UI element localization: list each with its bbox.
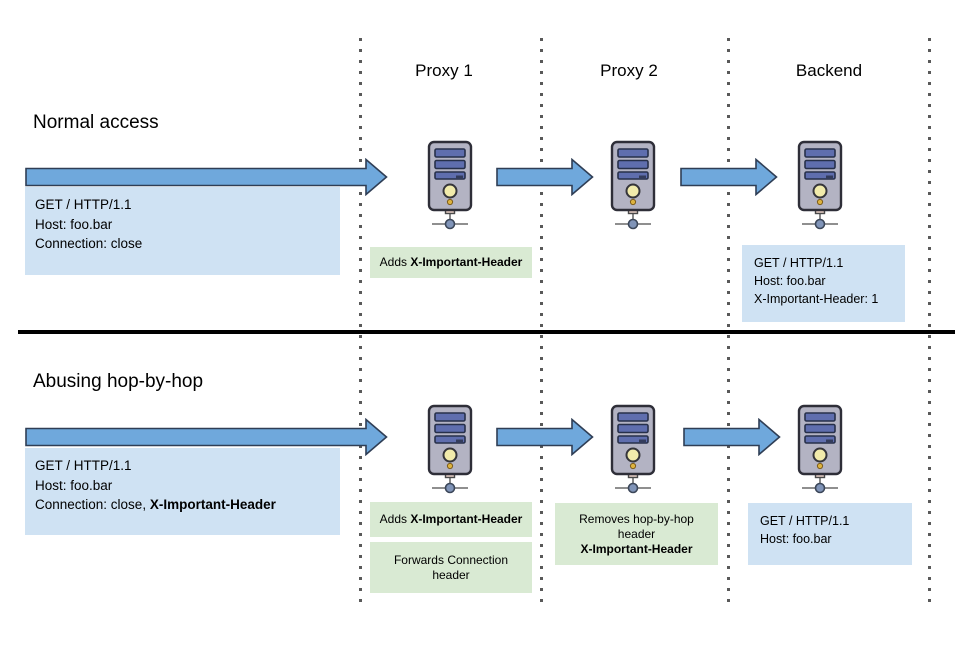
column-label-proxy2: Proxy 2: [600, 61, 658, 80]
client-request-note-normal: GET / HTTP/1.1 Host: foo.bar Connection:…: [25, 187, 340, 275]
lane-divider-proxy1-proxy2: [540, 38, 543, 610]
section-divider: [18, 330, 955, 334]
lane-divider-client-proxy1: [359, 38, 362, 610]
request-arrow-proxy2-backend: [680, 158, 778, 196]
request-line: GET / HTTP/1.1: [35, 197, 132, 212]
request-arrow-proxy1-proxy2: [496, 158, 594, 196]
proxy1-server-icon: [427, 140, 473, 230]
column-label-backend: Backend: [795, 61, 863, 80]
request-line: Connection: close: [35, 236, 143, 251]
backend-request-note-abuse: GET / HTTP/1.1 Host: foo.bar: [748, 503, 912, 565]
request-arrow-client-proxy1: [25, 158, 388, 196]
request-line: GET / HTTP/1.1: [760, 514, 850, 528]
request-arrow-proxy2-backend-abuse: [683, 418, 781, 456]
request-arrow-proxy1-proxy2-abuse: [496, 418, 594, 456]
request-line: Host: foo.bar: [760, 532, 832, 546]
note-text: Adds X-Important-Header: [379, 512, 523, 526]
section-title-abuse: Abusing hop-by-hop: [33, 371, 204, 392]
lane-divider-proxy2-backend: [727, 38, 730, 610]
proxy2-server-icon: [610, 140, 656, 230]
proxy1-server-icon-abuse: [427, 404, 473, 494]
request-line: Host: foo.bar: [754, 274, 826, 288]
column-label-proxy1: Proxy 1: [415, 61, 473, 80]
proxy2-server-icon-abuse: [610, 404, 656, 494]
client-request-note-abuse: GET / HTTP/1.1 Host: foo.bar Connection:…: [25, 448, 340, 535]
request-line: X-Important-Header: 1: [754, 292, 879, 306]
proxy1-action-note1-abuse: Adds X-Important-Header: [370, 502, 532, 537]
section-title-normal: Normal access: [33, 112, 159, 133]
proxy1-action-note-normal: Adds X-Important-Header: [370, 247, 532, 278]
request-line: Host: foo.bar: [35, 216, 113, 232]
request-line: GET / HTTP/1.1: [35, 458, 132, 473]
backend-request-note-normal: GET / HTTP/1.1 Host: foo.bar X-Important…: [742, 245, 905, 322]
request-arrow-client-proxy1-abuse: [25, 418, 388, 456]
note-text: Adds X-Important-Header: [379, 255, 523, 269]
request-line: GET / HTTP/1.1: [754, 256, 844, 270]
request-line: Host: foo.bar: [35, 477, 113, 493]
backend-server-icon-abuse: [797, 404, 843, 494]
request-line: Connection: close, X-Important-Header: [35, 497, 276, 512]
backend-server-icon: [797, 140, 843, 230]
lane-divider-right: [928, 38, 931, 610]
